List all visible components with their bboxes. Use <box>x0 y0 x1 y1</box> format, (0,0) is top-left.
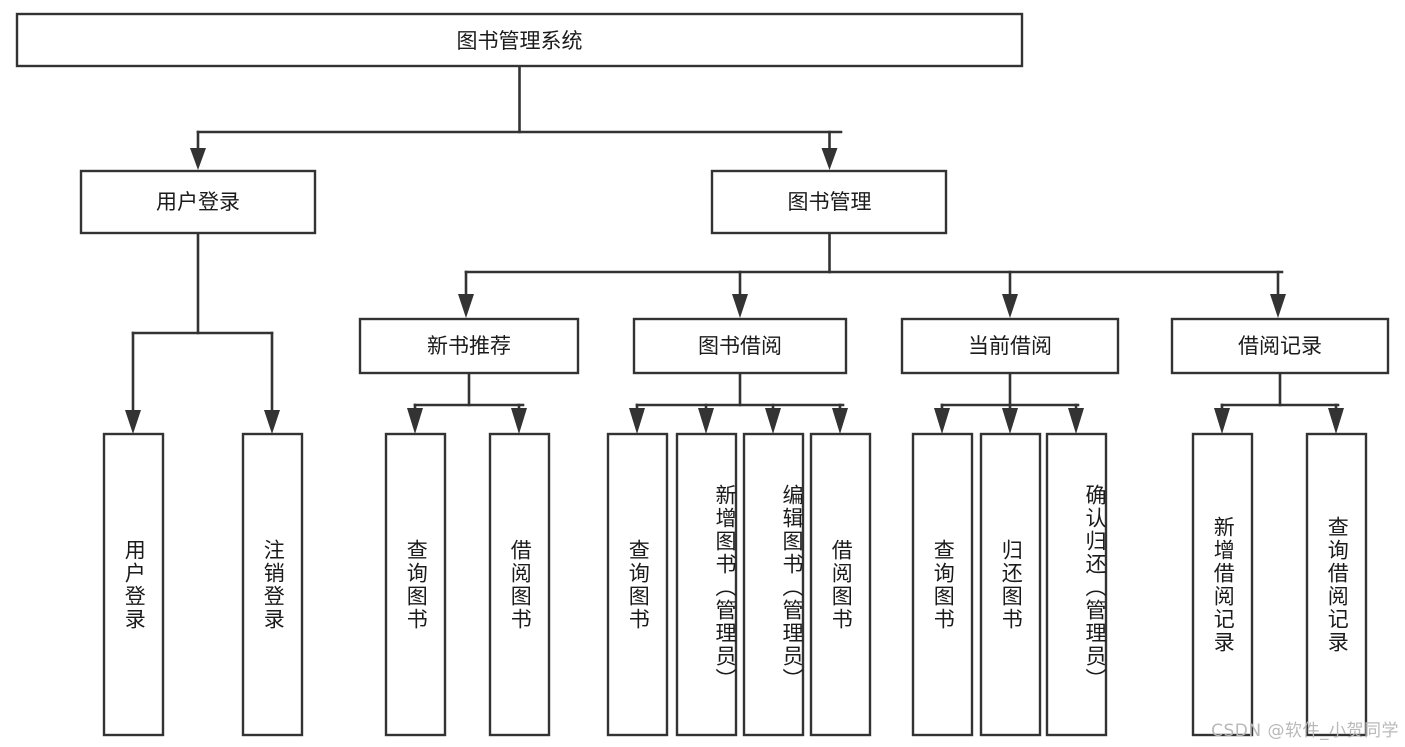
csdn-watermark: CSDN @软件_小贺同学 <box>1211 721 1399 741</box>
arrow-borrowrecord-to-leaf2 <box>1328 408 1344 434</box>
arrow-newbook-to-leaf1 <box>407 408 423 434</box>
node-borrow-record[interactable]: 借阅记录 <box>1170 317 1390 375</box>
arrow-bookborrow-to-leaf4 <box>832 408 848 434</box>
arrow-root-to-book-manage <box>821 148 838 170</box>
node-root-label: 图书管理系统 <box>457 29 583 53</box>
node-root[interactable]: 图书管理系统 <box>15 12 1024 68</box>
node-leaf-user-login[interactable] <box>102 432 165 737</box>
node-borrow-record-label: 借阅记录 <box>1238 334 1322 358</box>
arrow-bookmanage-to-l3-1 <box>732 294 748 318</box>
node-leaf-return-book[interactable] <box>979 432 1042 737</box>
node-leaf-confirm-return-admin[interactable] <box>1045 432 1108 737</box>
arrow-bookborrow-to-leaf1 <box>629 408 645 434</box>
edges-layer <box>125 64 1344 434</box>
arrow-bookborrow-to-leaf2 <box>698 408 714 434</box>
node-leaf-add-book-admin[interactable] <box>675 432 738 737</box>
node-current-borrow[interactable]: 当前借阅 <box>900 317 1120 375</box>
arrow-newbook-to-leaf2 <box>511 408 527 434</box>
arrow-bookborrow-to-leaf3 <box>765 408 781 434</box>
arrow-currentborrow-to-leaf3 <box>1068 408 1084 434</box>
arrow-userlogin-to-leaf2 <box>264 410 280 434</box>
node-new-book-recommend-label: 新书推荐 <box>427 334 511 358</box>
node-leaf-query-borrow-record[interactable] <box>1305 432 1368 737</box>
node-book-borrow-label: 图书借阅 <box>698 334 782 358</box>
node-leaf-query-book-3[interactable] <box>911 432 974 737</box>
arrow-borrowrecord-to-leaf1 <box>1214 408 1230 434</box>
arrow-bookmanage-to-l3-0 <box>458 294 474 318</box>
node-current-borrow-label: 当前借阅 <box>968 334 1052 358</box>
node-leaf-edit-book-admin[interactable] <box>742 432 805 737</box>
node-book-manage-label: 图书管理 <box>788 190 872 214</box>
node-user-login[interactable]: 用户登录 <box>79 169 317 235</box>
arrow-userlogin-to-leaf1 <box>125 410 141 434</box>
arrow-root-to-user-login <box>190 148 206 170</box>
node-book-manage[interactable]: 图书管理 <box>710 169 948 235</box>
node-leaf-borrow-book-2[interactable] <box>809 432 872 737</box>
node-leaf-add-borrow-record[interactable] <box>1191 432 1254 737</box>
arrow-currentborrow-to-leaf2 <box>1002 408 1018 434</box>
node-book-borrow[interactable]: 图书借阅 <box>632 317 848 375</box>
node-leaf-logout-login[interactable] <box>241 432 304 737</box>
arrow-currentborrow-to-leaf1 <box>934 408 950 434</box>
node-leaf-borrow-book-1[interactable] <box>488 432 551 737</box>
node-leaf-query-book-2[interactable] <box>606 432 669 737</box>
nodes-layer: 图书管理系统 用户登录 图书管理 新书推荐 图书借阅 当前 <box>15 12 1390 737</box>
arrow-bookmanage-to-l3-2 <box>1002 294 1018 318</box>
node-user-login-label: 用户登录 <box>156 190 240 214</box>
node-leaf-query-book-1[interactable] <box>384 432 447 737</box>
arrow-bookmanage-to-l3-3 <box>1270 294 1286 318</box>
node-new-book-recommend[interactable]: 新书推荐 <box>358 317 580 375</box>
